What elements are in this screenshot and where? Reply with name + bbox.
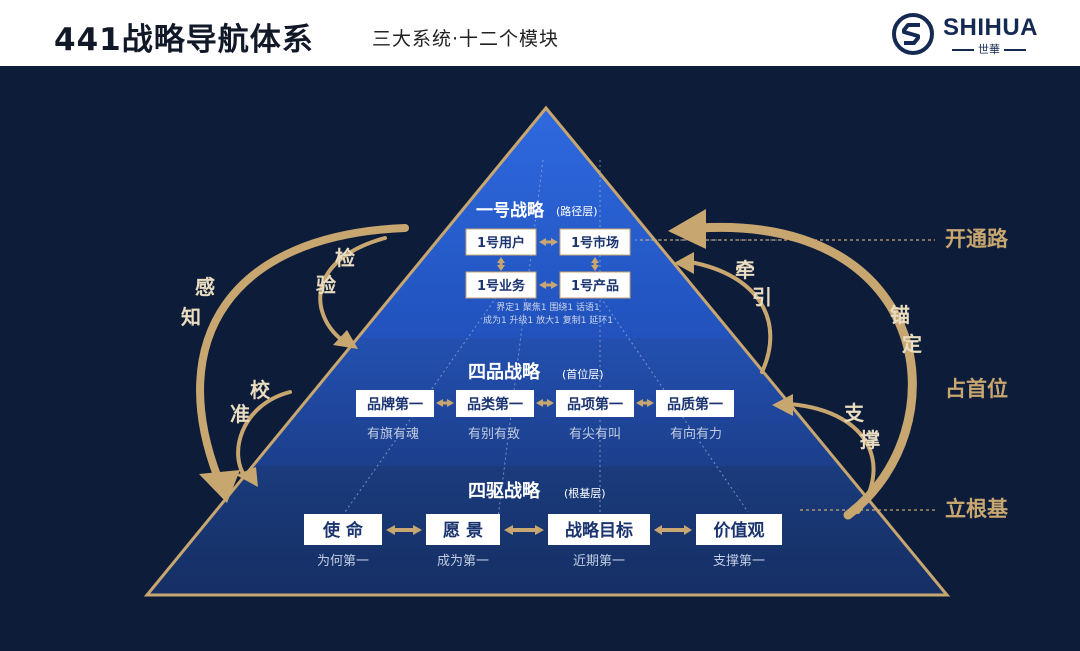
box-category-first bbox=[456, 390, 534, 417]
logo-chinese-name: 世華 bbox=[943, 41, 1035, 57]
side-label-open-path: 开通路 bbox=[945, 226, 1009, 251]
shihua-logo: SHIHUA 世華 bbox=[891, 12, 1041, 56]
label-zhi: 知 bbox=[181, 305, 201, 329]
top-small-line-1: 界定1 聚焦1 围绕1 话语1 bbox=[496, 301, 600, 313]
outer-left-arrow-shaft bbox=[196, 224, 409, 482]
logo-wordmark: SHIHUA bbox=[943, 14, 1039, 41]
box-market-1 bbox=[559, 228, 631, 256]
box-vision-label: 愿 景 bbox=[443, 521, 483, 541]
left-arrows: 感 知 检 验 校 准 bbox=[181, 224, 409, 503]
bottom-sub-1: 为何第一 bbox=[317, 553, 369, 569]
box-mission bbox=[304, 514, 382, 545]
pyramid-outline bbox=[143, 105, 951, 597]
upper-left-arrow-shaft bbox=[318, 236, 387, 342]
box-brand-first-label: 品牌第一 bbox=[367, 396, 423, 413]
label-xiao: 校 bbox=[250, 378, 271, 402]
box-vision bbox=[426, 514, 500, 545]
side-label-take-first: 占首位 bbox=[945, 376, 1008, 401]
double-arrow-icon bbox=[654, 525, 692, 535]
box-market-1-label: 1号市场 bbox=[571, 235, 619, 251]
top-level-title: 一号战略 bbox=[476, 200, 545, 221]
middle-sub-3: 有尖有叫 bbox=[569, 427, 621, 442]
bottom-layer-band bbox=[147, 466, 947, 595]
side-label-build-foundation: 立根基 bbox=[945, 496, 1009, 521]
double-arrow-icon bbox=[536, 399, 554, 407]
page-subtitle: 三大系统·十二个模块 bbox=[372, 28, 560, 50]
label-qian: 牵 bbox=[735, 258, 755, 282]
double-arrow-icon bbox=[497, 257, 505, 271]
upper-left-arrowhead-icon bbox=[333, 330, 358, 349]
label-mao: 锚 bbox=[890, 303, 910, 327]
middle-connector-arrows bbox=[436, 399, 654, 407]
logo-mark-icon bbox=[892, 13, 934, 55]
middle-sub-2: 有别有致 bbox=[468, 427, 520, 442]
bottom-sub-4: 支撑第一 bbox=[713, 554, 765, 569]
middle-level-title: 四品战略 bbox=[468, 361, 541, 383]
box-mission-label: 使 命 bbox=[322, 520, 364, 541]
middle-sub-4: 有向有力 bbox=[670, 426, 722, 442]
bottom-connector-arrows bbox=[386, 525, 692, 535]
outer-right-arrow-shaft bbox=[695, 223, 917, 520]
outer-right-arrowhead-icon bbox=[668, 209, 706, 249]
box-business-1-label: 1号业务 bbox=[477, 278, 526, 294]
box-values-label: 价值观 bbox=[714, 520, 765, 541]
header-bar: 441战略导航体系 三大系统·十二个模块 SHIHUA 世華 bbox=[0, 0, 1080, 66]
box-quality-first bbox=[656, 390, 734, 417]
lower-right-arrow-shaft bbox=[788, 402, 876, 514]
double-arrow-icon bbox=[539, 281, 558, 289]
middle-sub-1: 有旗有魂 bbox=[367, 426, 419, 442]
label-jian: 检 bbox=[335, 246, 355, 270]
label-ding: 定 bbox=[902, 332, 922, 356]
box-strategic-goal-label: 战略目标 bbox=[565, 520, 633, 541]
double-arrow-icon bbox=[386, 525, 422, 535]
outer-left-arrowhead-icon bbox=[199, 470, 240, 503]
box-brand-first bbox=[356, 390, 434, 417]
upper-right-arrowhead-icon bbox=[674, 252, 694, 274]
label-yin: 引 bbox=[752, 285, 772, 309]
lower-left-arrowhead-icon bbox=[236, 467, 258, 487]
label-zhi-support: 支 bbox=[844, 401, 865, 425]
bottom-sub-3: 近期第一 bbox=[573, 554, 625, 569]
top-level-note: (路径层) bbox=[556, 205, 598, 218]
label-cheng: 撑 bbox=[860, 428, 880, 452]
box-user-1-label: 1号用户 bbox=[477, 235, 525, 251]
top-connector-arrows bbox=[497, 238, 599, 289]
lower-right-arrowhead-icon bbox=[772, 394, 793, 416]
box-business-1 bbox=[465, 271, 537, 299]
double-arrow-icon bbox=[504, 525, 544, 535]
middle-level-note: (首位层) bbox=[562, 367, 604, 381]
box-item-first-label: 品项第一 bbox=[567, 396, 623, 413]
label-gan: 感 bbox=[195, 275, 215, 299]
bottom-sub-2: 成为第一 bbox=[437, 554, 489, 569]
label-yan: 验 bbox=[316, 273, 336, 297]
box-category-first-label: 品类第一 bbox=[467, 396, 523, 413]
box-product-1-label: 1号产品 bbox=[571, 278, 619, 294]
box-product-1 bbox=[559, 271, 631, 299]
box-strategic-goal bbox=[548, 514, 650, 545]
top-small-line-2: 成为1 升级1 放大1 复制1 延环1 bbox=[483, 314, 613, 326]
box-user-1 bbox=[465, 228, 537, 256]
box-quality-first-label: 品质第一 bbox=[667, 396, 723, 413]
box-item-first bbox=[556, 390, 634, 417]
lower-left-arrow-shaft bbox=[236, 390, 292, 480]
double-arrow-icon bbox=[436, 399, 454, 407]
box-values bbox=[696, 514, 782, 545]
label-zhun: 准 bbox=[230, 402, 250, 426]
upper-right-arrow-shaft bbox=[688, 260, 773, 374]
page-title: 441战略导航体系 bbox=[54, 22, 314, 58]
bottom-level-note: (根基层) bbox=[564, 486, 606, 500]
right-arrows: 牵 引 锚 定 支 撑 bbox=[668, 209, 922, 520]
bottom-level-title: 四驱战略 bbox=[468, 480, 541, 502]
double-arrow-icon bbox=[636, 399, 654, 407]
double-arrow-icon bbox=[591, 257, 599, 271]
double-arrow-icon bbox=[539, 238, 558, 246]
